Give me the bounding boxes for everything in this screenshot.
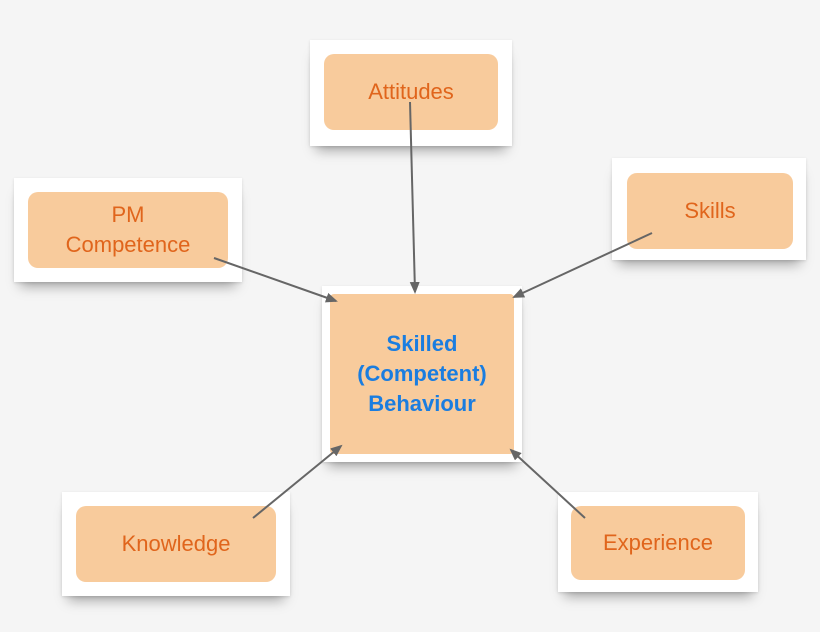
center-label: Skilled (Competent) Behaviour (357, 331, 487, 416)
knowledge-label: Knowledge (121, 531, 231, 556)
skills-node: Skills (627, 173, 793, 249)
attitudes-label: Attitudes (368, 79, 454, 104)
skills-label: Skills (684, 198, 736, 223)
center-node: Skilled (Competent) Behaviour (330, 294, 514, 454)
pm-competence-node: PM Competence (28, 192, 228, 268)
experience-label: Experience (602, 530, 714, 555)
knowledge-node: Knowledge (76, 506, 276, 582)
pm-competence-label: PM Competence (65, 202, 191, 257)
attitudes-node: Attitudes (324, 54, 498, 130)
experience-node: Experience (571, 506, 745, 580)
